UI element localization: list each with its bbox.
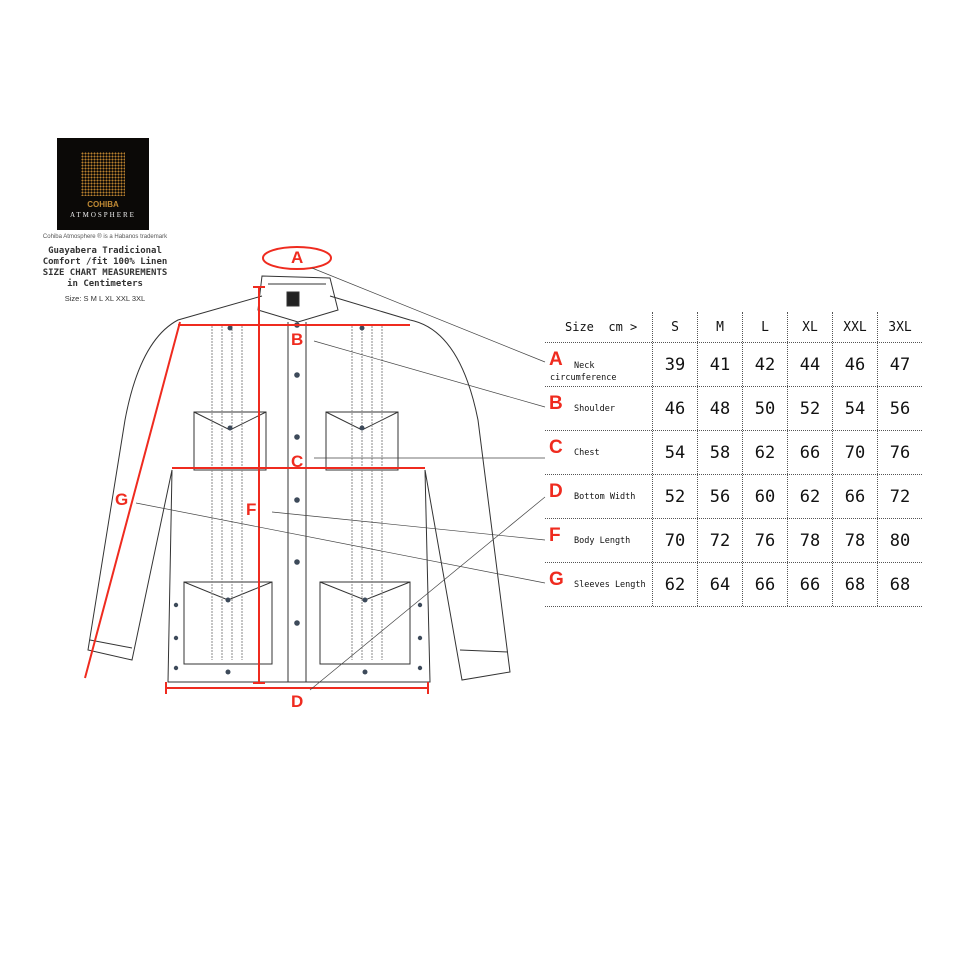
table-cell: 72 <box>697 519 742 562</box>
buttons <box>173 322 423 675</box>
table-cell: 70 <box>652 519 697 562</box>
table-cell: 44 <box>787 343 832 386</box>
table-cell: 66 <box>787 563 832 606</box>
row-name: Body Length <box>574 536 631 546</box>
logo-dot-pattern <box>81 152 125 196</box>
label-f: F <box>246 500 257 519</box>
chart-title: SIZE CHART MEASUREMENTS <box>42 268 168 278</box>
table-cell: 64 <box>697 563 742 606</box>
table-cell: 66 <box>787 431 832 474</box>
table-cell: 62 <box>652 563 697 606</box>
table-cell: 54 <box>832 387 877 430</box>
label-a: A <box>291 248 304 267</box>
table-cell: 42 <box>742 343 787 386</box>
size-list: Size: S M L XL XXL 3XL <box>64 294 146 303</box>
table-cell: 48 <box>697 387 742 430</box>
table-cell: 39 <box>652 343 697 386</box>
table-cell: 66 <box>832 475 877 518</box>
size-col: M <box>697 312 742 342</box>
table-cell: 60 <box>742 475 787 518</box>
table-cell: 72 <box>877 475 922 518</box>
table-header: Size cm > S M L XL XXL 3XL <box>545 312 922 343</box>
table-cell: 56 <box>697 475 742 518</box>
product-name: Guayabera Tradicional <box>48 246 162 256</box>
brand-logo: COHIBA ATMOSPHERE <box>57 138 149 230</box>
table-cell: 52 <box>652 475 697 518</box>
size-col: XL <box>787 312 832 342</box>
label-g: G <box>115 490 129 509</box>
table-cell: 68 <box>877 563 922 606</box>
logo-sub: ATMOSPHERE <box>70 211 136 219</box>
table-cell: 66 <box>742 563 787 606</box>
row-letter: A <box>549 349 563 370</box>
table-cell: 62 <box>742 431 787 474</box>
logo-brand: COHIBA <box>87 200 119 209</box>
table-cell: 46 <box>832 343 877 386</box>
table-cell: 76 <box>877 431 922 474</box>
row-letter: C <box>549 437 563 458</box>
size-col: 3XL <box>877 312 922 342</box>
row-name: Shoulder <box>574 404 615 414</box>
product-fit: Comfort /fit 100% Linen <box>42 257 168 267</box>
row-label: B Shoulder <box>545 387 652 430</box>
row-label: C Chest <box>545 431 652 474</box>
label-d: D <box>291 692 304 711</box>
header-label: Size cm > <box>565 320 638 334</box>
row-label: F Body Length <box>545 519 652 562</box>
size-col: XXL <box>832 312 877 342</box>
sleeve-measure <box>84 321 181 679</box>
size-col: S <box>652 312 697 342</box>
row-letter: G <box>549 569 564 590</box>
table-cell: 52 <box>787 387 832 430</box>
chart-unit: in Centimeters <box>67 279 143 289</box>
table-cell: 58 <box>697 431 742 474</box>
leader-lines <box>135 267 546 691</box>
bottom-width-measure <box>165 682 429 694</box>
table-cell: 80 <box>877 519 922 562</box>
row-letter: D <box>549 481 563 502</box>
trademark-note: Cohiba Atmosphere ® is a Habanos tradema… <box>42 234 168 240</box>
row-label: D Bottom Width <box>545 475 652 518</box>
product-info: Guayabera Tradicional Comfort /fit 100% … <box>30 246 180 290</box>
table-cell: 70 <box>832 431 877 474</box>
table-cell: 54 <box>652 431 697 474</box>
measurement-lines <box>84 246 429 694</box>
neck-measure <box>262 246 332 270</box>
row-name: Bottom Width <box>574 492 636 502</box>
row-name: Chest <box>574 448 600 458</box>
table-cell: 41 <box>697 343 742 386</box>
row-name: Sleeves Length <box>574 580 646 590</box>
table-cell: 78 <box>787 519 832 562</box>
table-cell: 78 <box>832 519 877 562</box>
row-letter: B <box>549 393 563 414</box>
table-cell: 76 <box>742 519 787 562</box>
row-name: Neck circumference <box>550 361 617 383</box>
table-cell: 68 <box>832 563 877 606</box>
table-cell: 50 <box>742 387 787 430</box>
body-length-measure <box>253 286 265 684</box>
row-letter: F <box>549 525 561 546</box>
label-b: B <box>291 330 304 349</box>
table-cell: 47 <box>877 343 922 386</box>
row-label: G Sleeves Length <box>545 563 652 606</box>
size-col: L <box>742 312 787 342</box>
table-cell: 56 <box>877 387 922 430</box>
table-cell: 62 <box>787 475 832 518</box>
label-c: C <box>291 452 304 471</box>
shirt-outline <box>87 275 511 683</box>
table-cell: 46 <box>652 387 697 430</box>
